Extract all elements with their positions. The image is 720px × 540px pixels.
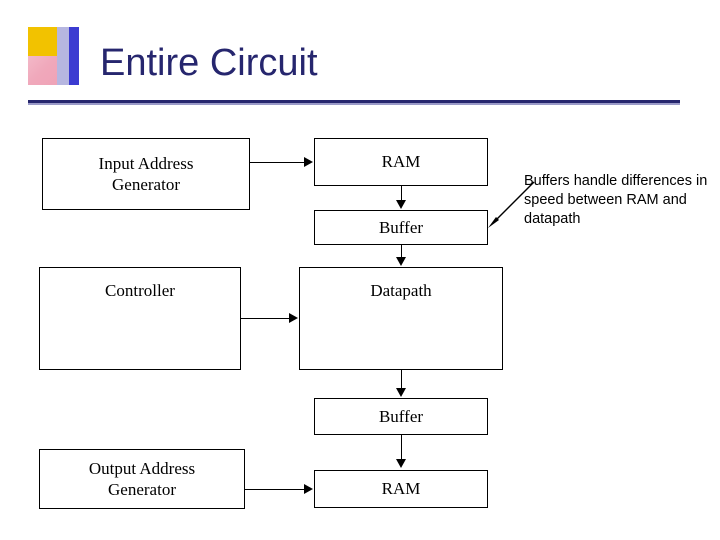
title-rule-shadow (28, 103, 680, 105)
page-title: Entire Circuit (100, 42, 318, 84)
arrowhead-iag-to-ram (304, 157, 313, 167)
box-ram-bottom: RAM (314, 470, 488, 508)
box-datapath: Datapath (299, 267, 503, 370)
box-label-line2: Generator (108, 480, 176, 499)
box-label-line2: Generator (112, 175, 180, 194)
title-rule (28, 100, 680, 103)
connector-datapath-to-buffer (401, 370, 402, 388)
connector-iag-to-ram (250, 162, 305, 163)
arrowhead-buffer-to-datapath (396, 257, 406, 266)
box-label-line1: Output Address (88, 458, 196, 478)
box-controller: Controller (39, 267, 241, 370)
arrowhead-ram-to-buffer (396, 200, 406, 209)
arrowhead-datapath-to-buffer (396, 388, 406, 397)
box-label: Buffer (378, 217, 424, 237)
connector-buffer-to-ram-bottom (401, 435, 402, 459)
connector-controller-to-datapath (241, 318, 290, 319)
arrowhead-controller-to-datapath (289, 313, 298, 323)
box-input-address-generator: Input Address Generator (42, 138, 250, 210)
box-label: Datapath (370, 281, 432, 300)
box-label: Controller (105, 281, 175, 300)
box-label: RAM (381, 479, 421, 499)
box-buffer-top: Buffer (314, 210, 488, 245)
decor-pink-square (28, 56, 57, 85)
arrowhead-oag-to-ram-bottom (304, 484, 313, 494)
decor-lavender-bar (57, 27, 69, 85)
connector-buffer-to-datapath (401, 245, 402, 257)
connector-ram-to-buffer (401, 186, 402, 201)
annotation-text: Buffers handle differences in speed betw… (524, 173, 708, 228)
box-buffer-bottom: Buffer (314, 398, 488, 435)
box-label: Buffer (378, 406, 424, 426)
decor-yellow-square (28, 27, 57, 56)
arrowhead-buffer-to-ram-bottom (396, 459, 406, 468)
box-label: RAM (381, 152, 421, 172)
box-ram-top: RAM (314, 138, 488, 186)
box-output-address-generator: Output Address Generator (39, 449, 245, 509)
box-label-line1: Input Address (98, 153, 194, 173)
connector-oag-to-ram-bottom (245, 489, 305, 490)
decor-blue-bar (69, 27, 79, 85)
annotation-arrow-icon (488, 181, 535, 228)
